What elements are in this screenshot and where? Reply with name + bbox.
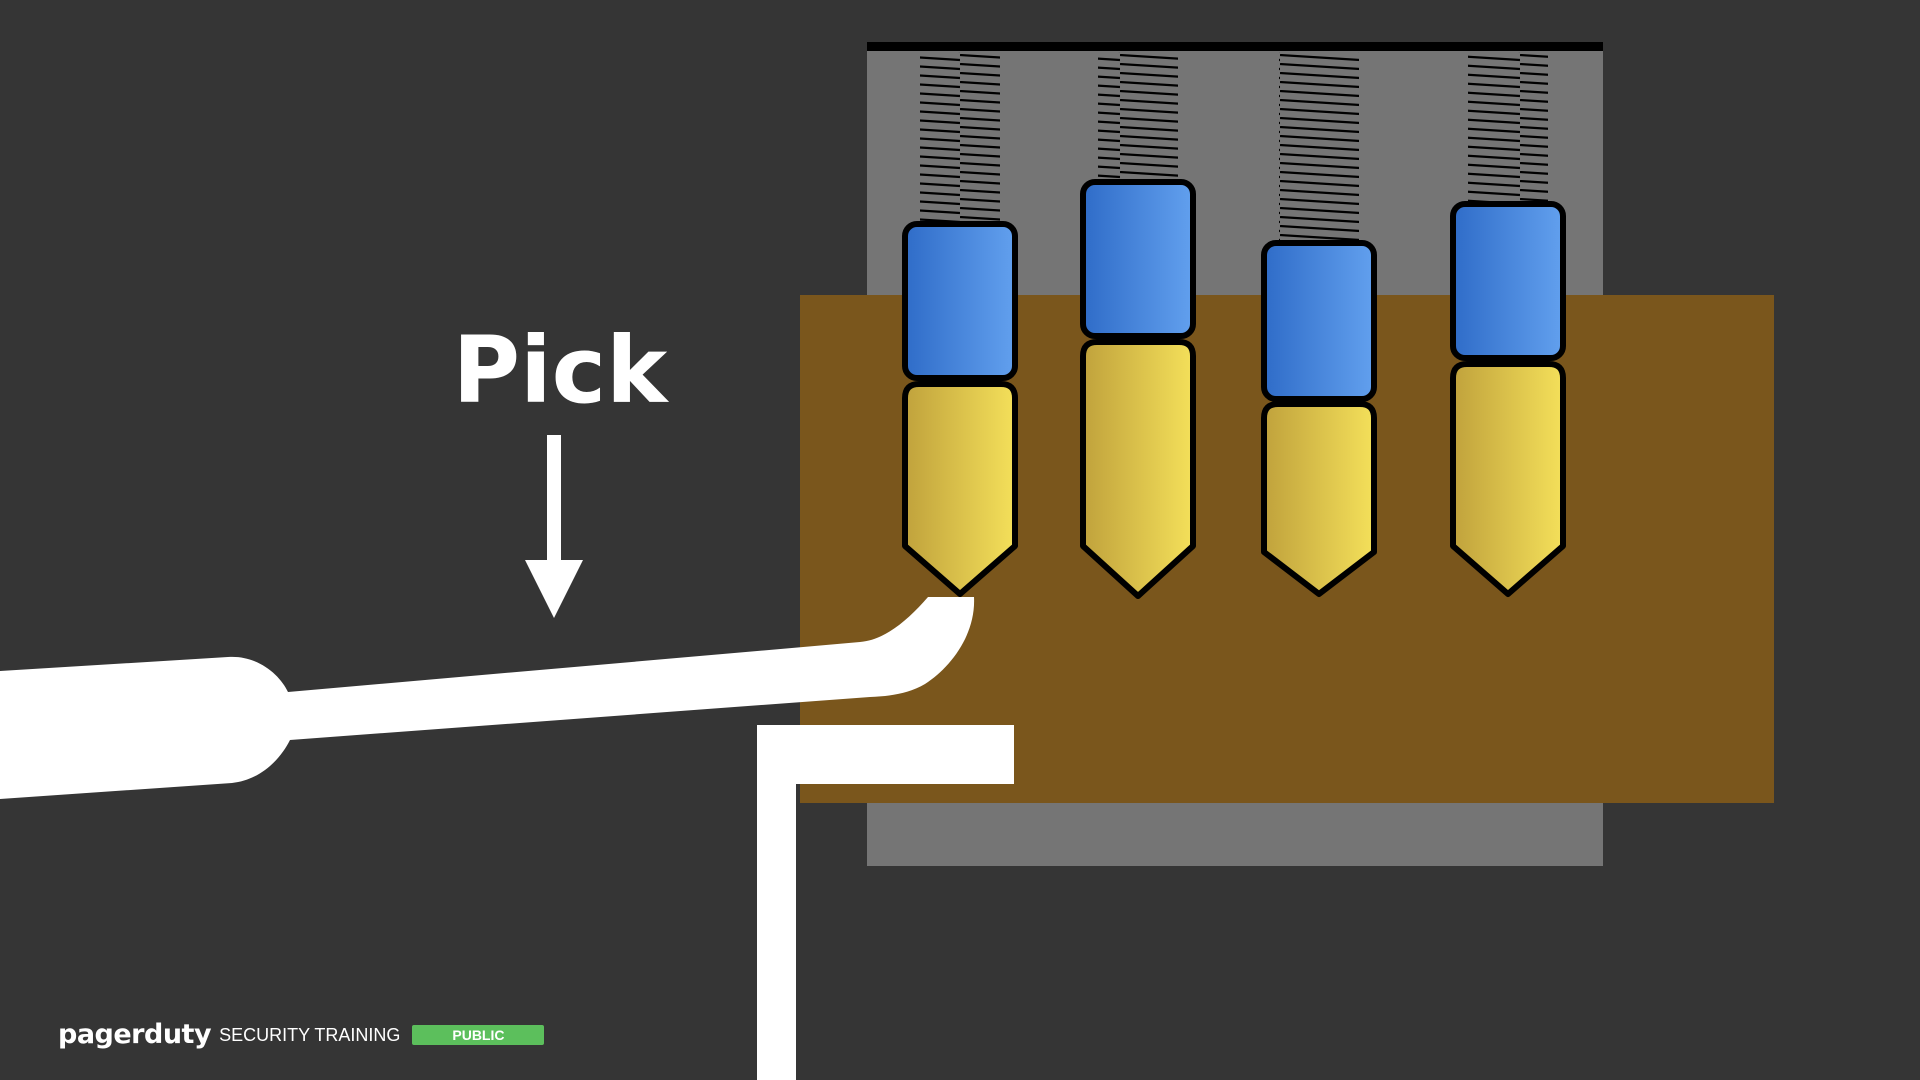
public-badge: PUBLIC — [412, 1025, 545, 1045]
footer-subtitle: SECURITY TRAINING — [219, 1025, 401, 1045]
key-pin-1 — [902, 381, 1018, 597]
key-pin-3 — [1261, 401, 1377, 597]
pin-stack-2 — [1080, 179, 1196, 599]
driver-pin-1 — [902, 221, 1018, 381]
driver-pin-4 — [1450, 201, 1566, 361]
driver-pin-2 — [1080, 179, 1196, 339]
pagerduty-logo: pagerduty — [58, 1019, 212, 1050]
pin-stack-3 — [1261, 240, 1377, 597]
pick-arrow-head — [525, 560, 583, 618]
pick-arrow-shaft — [547, 435, 561, 565]
pick-label: Pick — [453, 317, 669, 424]
spring-3 — [1279, 52, 1359, 246]
spring-1 — [920, 52, 1000, 230]
pin-stack-1 — [902, 221, 1018, 597]
spring-2 — [1098, 52, 1178, 188]
key-pin-2 — [1080, 339, 1196, 599]
key-pin-4 — [1450, 361, 1566, 597]
footer: pagerduty SECURITY TRAINING PUBLIC — [58, 1019, 545, 1050]
housing-top-edge — [867, 42, 1603, 51]
driver-pin-3 — [1261, 240, 1377, 402]
pin-stack-4 — [1450, 201, 1566, 597]
spring-4 — [1468, 52, 1548, 206]
pick-tool — [0, 597, 975, 799]
tension-wrench — [757, 725, 1014, 1080]
